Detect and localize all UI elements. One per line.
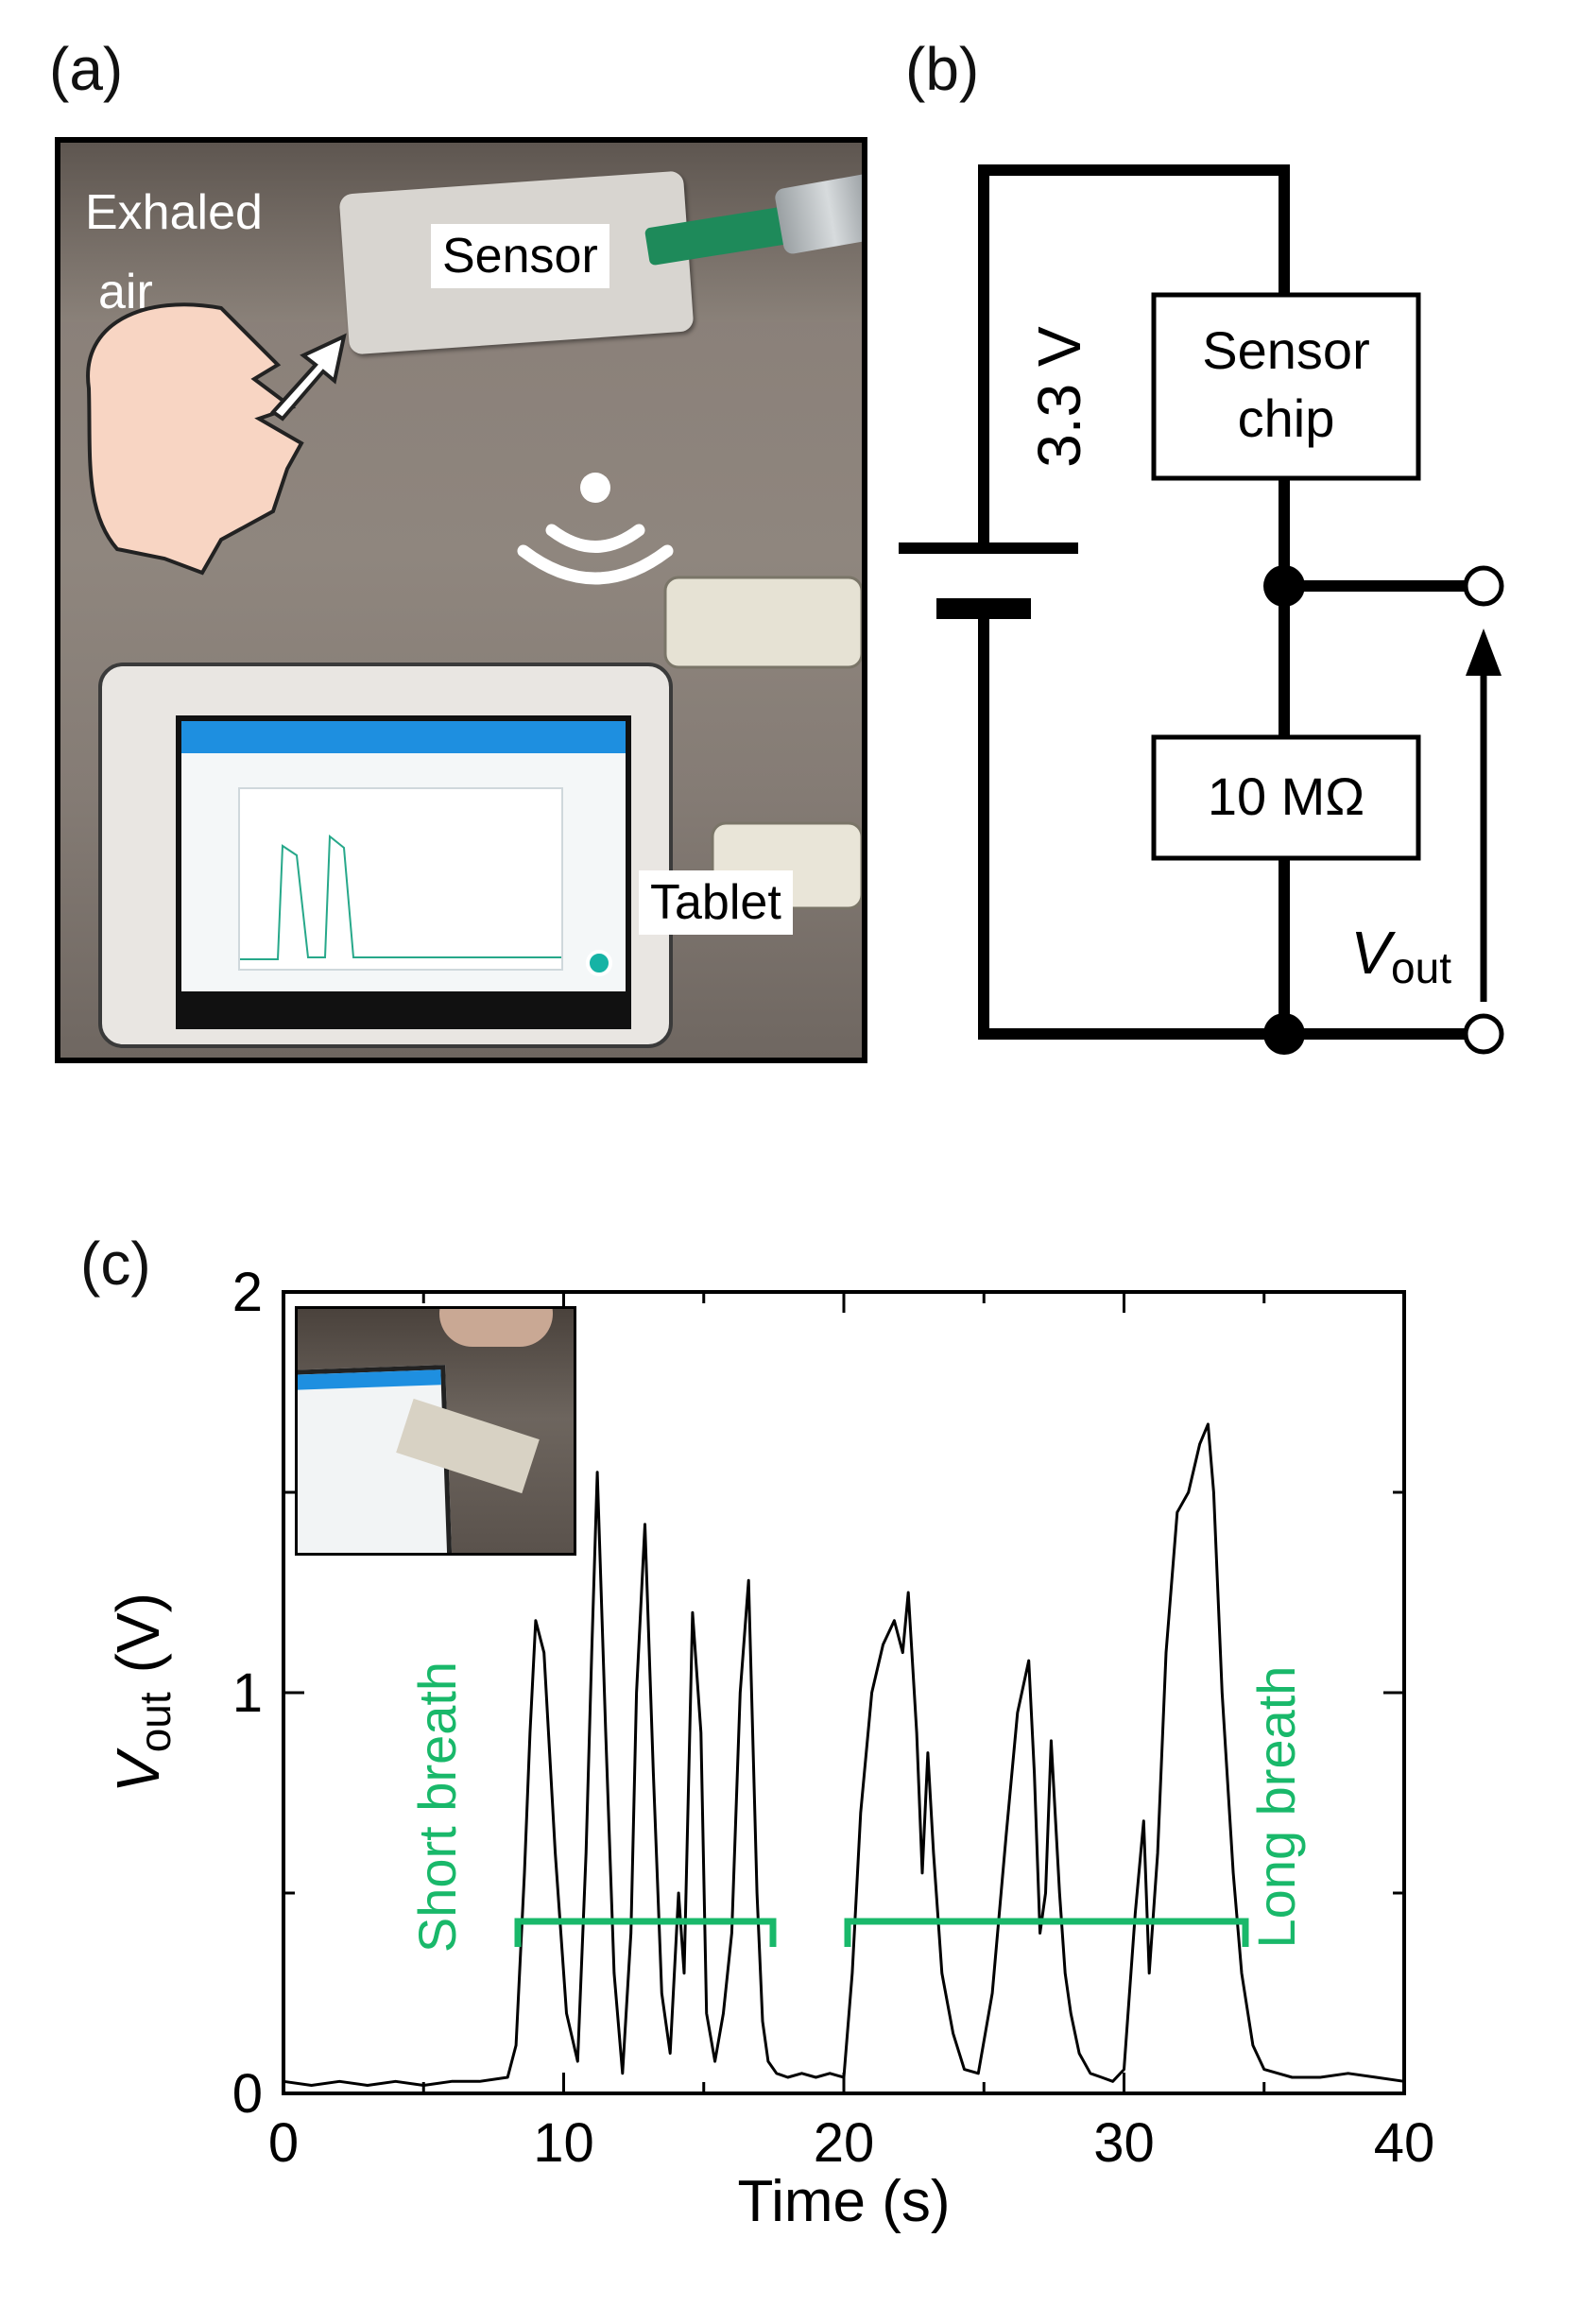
face-silhouette xyxy=(86,302,304,576)
plot-frame xyxy=(282,1290,1406,2095)
y-tick-label: 0 xyxy=(232,2063,263,2125)
tablet-tag: Tablet xyxy=(639,870,793,935)
exhaled-air-label-line1: Exhaled xyxy=(85,185,263,240)
tablet-graph-trace xyxy=(240,834,561,960)
x-tick-label: 0 xyxy=(268,2112,299,2174)
tablet-nav-bar xyxy=(181,991,626,1024)
panel-b-label: (b) xyxy=(905,35,980,103)
output-terminal-top xyxy=(1463,565,1504,607)
short-breath-label: Short breath xyxy=(407,1661,467,1953)
resistor-box xyxy=(1151,734,1421,861)
x-tick-label: 10 xyxy=(533,2112,594,2174)
tablet-app-bar xyxy=(181,721,626,753)
tablet-graph xyxy=(238,787,563,971)
clamp-upper xyxy=(663,576,862,669)
wireless-icon xyxy=(517,473,674,585)
vout-trace xyxy=(283,1422,1405,2087)
x-axis-label: Time (s) xyxy=(738,2169,951,2234)
x-tick-label: 40 xyxy=(1374,2112,1435,2174)
long-breath-label: Long breath xyxy=(1246,1666,1306,1949)
vout-arrow-head-icon xyxy=(1466,628,1502,676)
illustration-overlay xyxy=(86,302,862,910)
long-breath-bracket xyxy=(844,1918,1249,1947)
y-tick-label: 1 xyxy=(232,1662,263,1724)
circuit-diagram: 3.3 V Sensor chip 10 MΩ Vout xyxy=(899,164,1504,1055)
short-breath-bracket xyxy=(514,1918,777,1947)
y-axis-label: Vout(V) xyxy=(104,1592,180,1793)
junction-dot-bottom xyxy=(1263,1013,1305,1055)
battery-voltage-label: 3.3 V xyxy=(1025,326,1093,468)
panel-c-label: (c) xyxy=(80,1230,151,1298)
junction-dot-top xyxy=(1263,565,1305,607)
sensor-tag: Sensor xyxy=(431,224,609,288)
circuit-wire-top xyxy=(978,164,1290,301)
inset-finger xyxy=(439,1309,553,1347)
x-tick-label: 20 xyxy=(814,2112,875,2174)
sensor-chip-label-line1: Sensor xyxy=(1202,320,1369,380)
resistor-label: 10 MΩ xyxy=(1208,766,1364,826)
output-terminal-bottom xyxy=(1463,1013,1504,1055)
vout-time-chart: 0 10 20 30 40 0 1 2 Short breath Long breath Ti… xyxy=(104,1266,1435,2234)
photo-panel: Sensor Exhaled air Tablet xyxy=(55,137,867,1063)
y-tick-label: 2 xyxy=(232,1266,263,1323)
x-tick-label: 30 xyxy=(1093,2112,1155,2174)
tablet-device xyxy=(98,663,673,1048)
tablet-screen xyxy=(176,715,631,1029)
tablet-fab xyxy=(586,950,612,976)
panel-a-label: (a) xyxy=(49,35,124,103)
sensor-chip-box xyxy=(1151,292,1421,481)
exhale-arrow-icon xyxy=(270,333,347,422)
vout-label: Vout xyxy=(1350,919,1451,992)
inset-photo xyxy=(295,1306,576,1556)
sensor-chip-label-line2: chip xyxy=(1238,388,1335,448)
